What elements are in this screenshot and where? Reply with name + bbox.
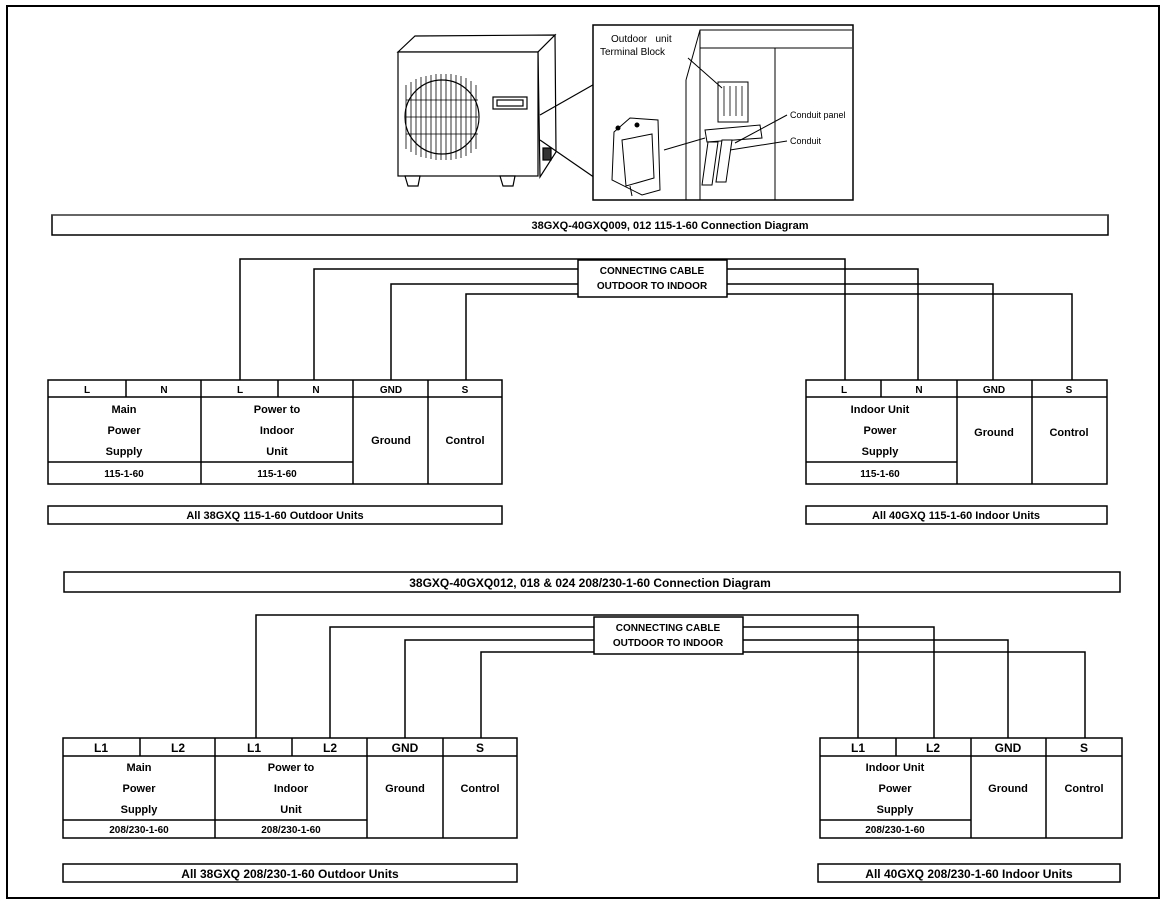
control-label: Control: [445, 435, 484, 447]
power-to-indoor-label: Power to: [268, 762, 315, 774]
power-to-indoor-label: Indoor: [260, 425, 295, 437]
connecting-cable-box: [577, 259, 728, 298]
terminal-l2: L2: [926, 741, 940, 755]
page-border: [6, 5, 1160, 899]
outdoor-terminal-table: [47, 379, 503, 485]
terminal-l2: L2: [323, 741, 337, 755]
terminal-l: L: [237, 385, 243, 396]
terminal-l1: L1: [94, 741, 108, 755]
indoor-unit-power-label: Power: [863, 425, 897, 437]
terminal-gnd: GND: [380, 385, 402, 396]
terminal-n: N: [312, 385, 319, 396]
power-to-indoor-label: Indoor: [274, 783, 309, 795]
outdoor-units-caption: All 38GXQ 208/230-1-60 Outdoor Units: [181, 867, 399, 881]
voltage-label: 208/230-1-60: [261, 825, 321, 836]
terminal-s: S: [476, 741, 484, 755]
outdoor-unit-label: Outdoor unit: [611, 34, 672, 45]
terminal-gnd: GND: [983, 385, 1005, 396]
terminal-block-label: Terminal Block: [600, 47, 666, 58]
outdoor-units-caption-box: [47, 505, 503, 525]
ground-label: Ground: [988, 783, 1028, 795]
outdoor-unit-illustration: [396, 33, 599, 187]
outdoor-units-caption-box: [62, 863, 518, 883]
outdoor-to-indoor-label: OUTDOOR TO INDOOR: [597, 281, 708, 292]
main-power-supply-label: Main: [111, 404, 136, 416]
connecting-cable-label: CONNECTING CABLE: [616, 623, 721, 634]
control-label: Control: [460, 783, 499, 795]
diagram-title-bar: [63, 571, 1121, 593]
terminal-s: S: [1066, 385, 1073, 396]
voltage-label: 115-1-60: [257, 469, 297, 480]
indoor-unit-power-label: Indoor Unit: [866, 762, 925, 774]
control-label: Control: [1049, 427, 1088, 439]
terminal-n: N: [160, 385, 167, 396]
voltage-label: 115-1-60: [860, 469, 900, 480]
indoor-unit-power-label: Power: [878, 783, 912, 795]
terminal-l: L: [84, 385, 90, 396]
indoor-terminal-table: [819, 737, 1123, 839]
terminal-l1: L1: [851, 741, 865, 755]
main-power-supply-label: Power: [122, 783, 156, 795]
power-to-indoor-label: Unit: [280, 804, 302, 816]
main-power-supply-label: Supply: [106, 446, 144, 458]
control-label: Control: [1064, 783, 1103, 795]
voltage-label: 208/230-1-60: [865, 825, 925, 836]
diagram-title: 38GXQ-40GXQ012, 018 & 024 208/230-1-60 C…: [409, 576, 771, 590]
indoor-unit-power-label: Indoor Unit: [851, 404, 910, 416]
diagram-115v: 38GXQ-40GXQ009, 012 115-1-60 Connection …: [47, 214, 1109, 525]
main-power-supply-label: Supply: [121, 804, 159, 816]
diagram-208-230v: 38GXQ-40GXQ012, 018 & 024 208/230-1-60 C…: [62, 571, 1123, 883]
connecting-cable-label: CONNECTING CABLE: [600, 266, 705, 277]
conduit-label: Conduit: [790, 136, 822, 146]
power-to-indoor-label: Power to: [254, 404, 301, 416]
voltage-label: 115-1-60: [104, 469, 144, 480]
indoor-units-caption: All 40GXQ 208/230-1-60 Indoor Units: [865, 867, 1073, 881]
terminal-l1: L1: [247, 741, 261, 755]
ground-label: Ground: [371, 435, 411, 447]
outdoor-to-indoor-label: OUTDOOR TO INDOOR: [613, 638, 724, 649]
terminal-s: S: [1080, 741, 1088, 755]
diagram-title: 38GXQ-40GXQ009, 012 115-1-60 Connection …: [532, 220, 809, 232]
ground-label: Ground: [974, 427, 1014, 439]
outdoor-terminal-table: [62, 737, 518, 839]
terminal-gnd: GND: [392, 741, 419, 755]
indoor-units-caption-box: [805, 505, 1108, 525]
indoor-unit-power-label: Supply: [862, 446, 900, 458]
conduit-panel-label: Conduit panel: [790, 110, 846, 120]
power-to-indoor-label: Unit: [266, 446, 288, 458]
indoor-units-caption-box: [817, 863, 1121, 883]
outdoor-units-caption: All 38GXQ 115-1-60 Outdoor Units: [186, 510, 363, 522]
connecting-cable-box: [593, 616, 744, 655]
terminal-l2: L2: [171, 741, 185, 755]
terminal-n: N: [915, 385, 922, 396]
main-power-supply-label: Main: [126, 762, 151, 774]
terminal-s: S: [462, 385, 469, 396]
indoor-units-caption: All 40GXQ 115-1-60 Indoor Units: [872, 510, 1040, 522]
indoor-terminal-table: [805, 379, 1108, 485]
main-power-supply-label: Power: [107, 425, 141, 437]
indoor-unit-power-label: Supply: [877, 804, 915, 816]
terminal-gnd: GND: [995, 741, 1022, 755]
terminal-block-detail: [592, 24, 854, 201]
ground-label: Ground: [385, 783, 425, 795]
terminal-l: L: [841, 385, 847, 396]
voltage-label: 208/230-1-60: [109, 825, 169, 836]
